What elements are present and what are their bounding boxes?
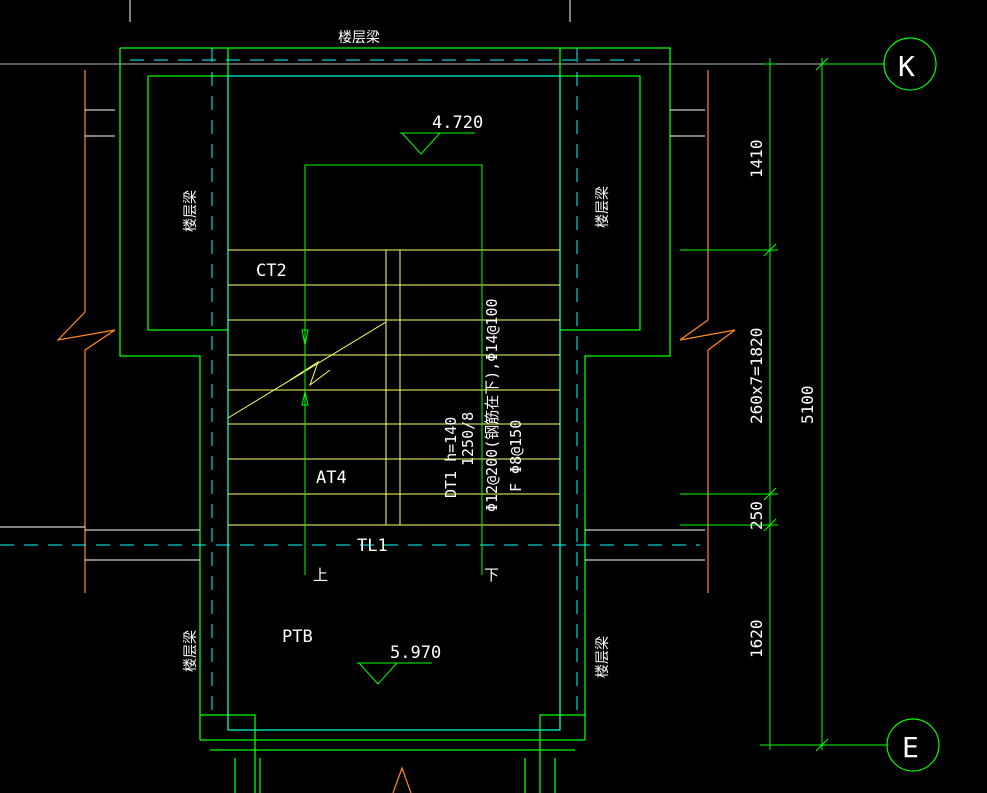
walk-line <box>301 164 483 575</box>
elevation-lower: 5.970 <box>390 643 441 663</box>
beam-stubs <box>0 109 705 561</box>
label-tl1: TL1 <box>357 536 388 556</box>
elevation-upper: 4.720 <box>432 113 483 133</box>
slab-note-3: Φ12@200(钢筋在下),Φ14@100 <box>483 298 501 512</box>
label-ct2: CT2 <box>256 261 287 281</box>
label-up: 上 <box>313 566 328 584</box>
label-at4: AT4 <box>316 468 347 488</box>
wall-hatch-lines <box>56 70 736 593</box>
slab-note-4: F Φ8@150 <box>507 420 525 492</box>
label-ptb: PTB <box>282 627 313 647</box>
elevation-symbols <box>357 132 475 685</box>
slab-note-2: 1250/8 <box>459 412 477 466</box>
green-walls <box>119 47 671 793</box>
beam-label-left-lower: 楼层梁 <box>183 630 199 672</box>
axis-label-k: K <box>898 50 915 83</box>
axis-bubbles <box>883 37 940 772</box>
frame-lines <box>0 0 880 65</box>
label-down: 下 <box>484 566 499 584</box>
axis-dash-lines <box>0 48 700 720</box>
bottom-caret <box>392 766 412 793</box>
landing-outline <box>227 75 561 731</box>
dim-1410: 1410 <box>747 139 766 178</box>
dimension-lines <box>680 57 888 752</box>
dim-1620: 1620 <box>747 619 766 658</box>
dim-steps: 260x7=1820 <box>747 328 766 424</box>
beam-label-right-upper: 楼层梁 <box>595 186 611 228</box>
slab-note-1: DT1 h=140 <box>442 417 460 498</box>
dim-total: 5100 <box>798 385 817 424</box>
break-line <box>289 360 331 387</box>
dim-250: 250 <box>747 501 766 530</box>
beam-label-right-lower: 楼层梁 <box>595 636 611 678</box>
beam-label-top: 楼层梁 <box>338 30 380 46</box>
axis-label-e: E <box>902 731 919 764</box>
beam-label-left-upper: 楼层梁 <box>183 190 199 232</box>
stair-treads <box>227 249 560 526</box>
